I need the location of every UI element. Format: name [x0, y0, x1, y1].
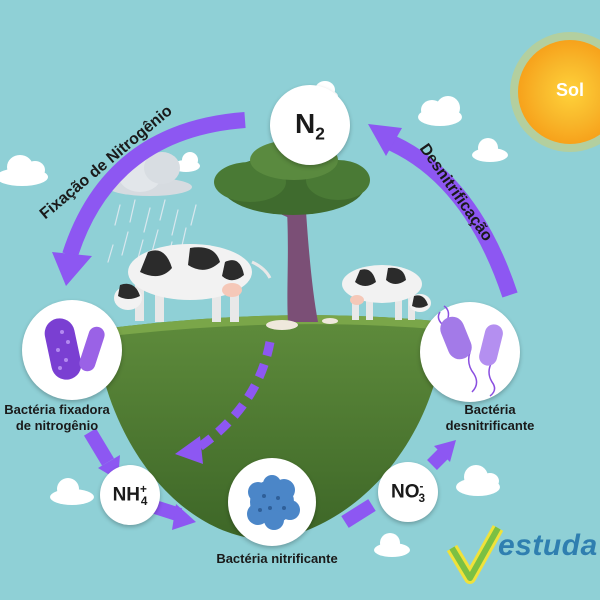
tree-icon [214, 140, 370, 322]
cloud-shape [0, 155, 48, 186]
to-nitrifying-arrow [152, 500, 196, 530]
no3-charge: - [419, 480, 424, 493]
no3-sub: 3 [418, 492, 425, 506]
nh4-formula: NH+4 [100, 483, 160, 508]
denitrification-arrow [368, 124, 518, 298]
fixing-bacteria-label-line1: Bactéria fixadora [4, 402, 110, 417]
manure-pile [266, 320, 298, 330]
ground-hill [95, 315, 445, 540]
fixing-bacteria-label-line2: de nitrogênio [15, 418, 99, 433]
cloud-shape [50, 478, 94, 505]
no3-node: NO-3 [378, 462, 438, 522]
nitrifying-bacteria-node [228, 458, 316, 546]
nh4-sub: 4 [140, 495, 148, 509]
n2-formula: N2 [270, 108, 350, 145]
nh4-base: NH [112, 484, 141, 506]
cloud-shape [418, 96, 462, 126]
n2-sub: 2 [315, 123, 325, 144]
fixing-bacteria-node [22, 300, 122, 400]
sun-icon [510, 32, 600, 152]
manure-pile [322, 318, 338, 324]
to-no3-arrow [341, 499, 376, 528]
n2-node: N2 [270, 85, 350, 165]
fixation-arrow [52, 112, 246, 286]
cloud-shape [472, 138, 508, 162]
logo-check-icon [446, 525, 504, 584]
no3-formula: NO-3 [378, 480, 438, 505]
nitrifying-bacteria-label: Bactéria nitrificante [216, 551, 338, 566]
cloud-shape [456, 465, 500, 496]
flagellated-bacteria-icon [437, 305, 503, 397]
grass-strip [95, 315, 445, 338]
denitrifying-bacteria-label-line2: desnitrificante [445, 418, 535, 433]
to-denitrifying-arrow [427, 440, 456, 470]
cluster-bacteria-icon [247, 475, 300, 530]
denitrifying-bacteria-label: Bactéria desnitrificante [425, 402, 555, 434]
logo-wordmark: estuda [498, 529, 598, 562]
cow-icon [342, 265, 431, 320]
fixing-bacteria-label: Bactéria fixadora de nitrogênio [0, 402, 132, 434]
n2-base: N [295, 108, 316, 139]
denitrifying-bacteria-label-line1: Bactéria [464, 402, 516, 417]
nh4-charge: + [140, 483, 147, 496]
sun-label: Sol [555, 80, 584, 100]
dashed-ammonification-arrow [175, 341, 275, 464]
cow-icon [114, 244, 272, 322]
nh4-node: NH+4 [100, 465, 160, 525]
no3-base: NO [391, 481, 420, 503]
denitrifying-bacteria-node [420, 302, 520, 402]
cloud-shape [374, 533, 410, 557]
rod-bacteria-icon [44, 318, 105, 380]
